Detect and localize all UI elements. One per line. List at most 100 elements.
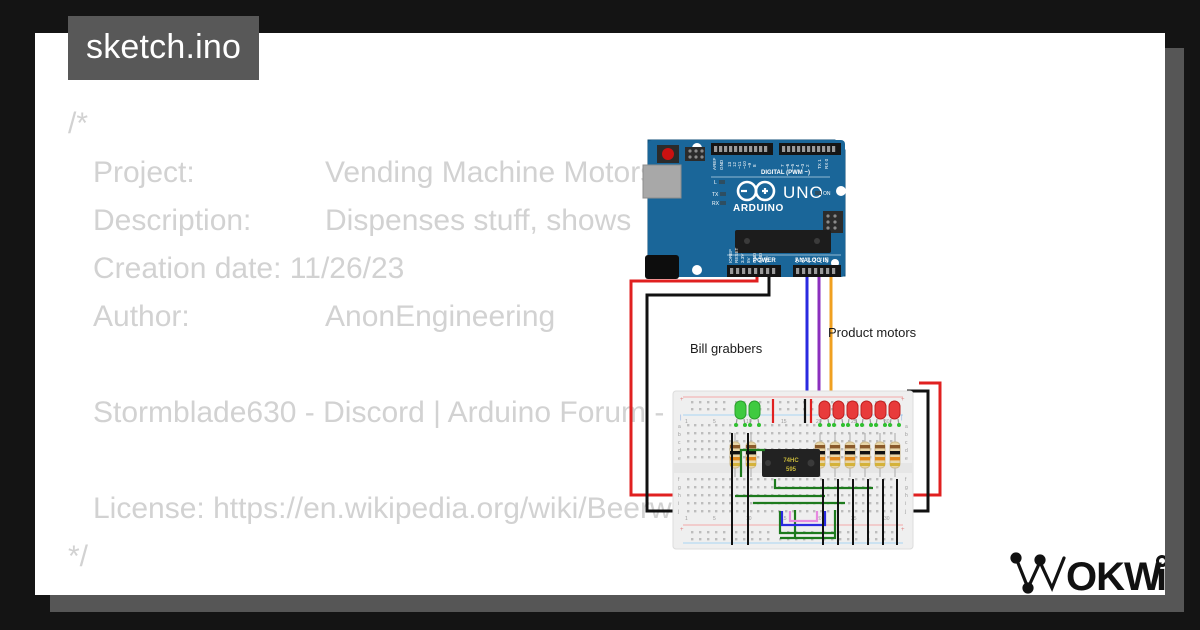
arduino-uno-board: AREF GND 13 12 ~11 ~10 ~9 8 7 ~6 ~5 4 ~3…: [642, 139, 846, 279]
svg-text:e: e: [678, 456, 681, 462]
wire-gnd-right: [907, 389, 930, 513]
code-line-project: Project: Vending Machine Motors: [93, 156, 655, 190]
circuit-svg: AREF GND 13 12 ~11 ~10 ~9 8 7 ~6 ~5 4 ~3…: [629, 139, 942, 550]
rx-label: RX: [712, 201, 720, 207]
project-key: Project:: [93, 156, 195, 189]
mount-hole-tr: [836, 186, 846, 196]
jumper-green-7: [780, 510, 837, 540]
svg-text:d: d: [678, 448, 681, 454]
svg-text:7: 7: [780, 164, 785, 167]
green-led-group: [734, 400, 761, 427]
reset-button[interactable]: [662, 148, 674, 160]
icsp-header-top: [685, 147, 705, 161]
svg-text:30: 30: [884, 516, 890, 522]
code-line-creation-date: Creation date: 11/26/23: [93, 252, 404, 286]
svg-text:A1: A1: [800, 257, 805, 263]
svg-text:~3: ~3: [800, 163, 805, 169]
resistor: [859, 433, 871, 477]
svg-text:f: f: [678, 477, 680, 483]
rail-plus-bl: +: [680, 527, 684, 533]
svg-text:20: 20: [816, 419, 822, 425]
creation-key: Creation date:: [93, 252, 282, 285]
atmega-chip: [735, 230, 831, 253]
led-l: [719, 180, 725, 184]
svg-text:b: b: [905, 432, 908, 438]
comment-close-line: */: [68, 540, 89, 573]
svg-text:g: g: [905, 485, 908, 491]
author-value: AnonEngineering: [325, 300, 556, 333]
chip-label-bottom: 595: [786, 467, 797, 473]
svg-text:TX 1: TX 1: [817, 159, 822, 169]
svg-text:12: 12: [732, 161, 737, 167]
svg-text:Vin: Vin: [764, 256, 769, 263]
svg-text:20: 20: [816, 516, 822, 522]
svg-text:GND: GND: [719, 159, 724, 170]
ground-drop-wires: [731, 433, 898, 545]
led-rx: [720, 201, 726, 205]
comment-open-line: /*: [68, 107, 89, 140]
analog-header-caption: ANALOG IN: [795, 258, 829, 264]
svg-text:j: j: [677, 509, 679, 515]
wokwi-logo: OKW ı: [1010, 548, 1165, 595]
svg-text:8: 8: [752, 164, 757, 167]
led-red: [860, 400, 873, 427]
file-tab-sketch-ino[interactable]: sketch.ino: [68, 16, 260, 80]
led-green: [734, 400, 747, 427]
tx-label: TX: [712, 192, 719, 198]
svg-text:a: a: [905, 424, 908, 430]
chip-pin1-notch: [765, 460, 771, 466]
annotation-bill-grabbers: Bill grabbers: [690, 341, 763, 356]
wire-5v-right: [911, 381, 942, 497]
digital-header-pins: [714, 146, 836, 152]
svg-text:i: i: [905, 501, 906, 507]
wire-blue-loop: [780, 511, 827, 527]
led-green: [748, 400, 761, 427]
chip-dimple: [807, 459, 815, 467]
author-key: Author:: [93, 300, 190, 333]
jumper-green-5: [778, 511, 835, 535]
svg-text:~11: ~11: [737, 161, 742, 169]
svg-text:A3: A3: [812, 257, 817, 263]
svg-text:i: i: [678, 501, 679, 507]
creation-value: 11/26/23: [289, 252, 405, 285]
project-value: Vending Machine Motors: [325, 156, 656, 189]
svg-text:~10: ~10: [742, 161, 747, 169]
svg-text:GND: GND: [758, 252, 763, 263]
svg-text:~6: ~6: [785, 163, 790, 169]
resistor: [844, 433, 856, 477]
rail-minus-tr: |: [901, 415, 903, 421]
logo-letter-i: ı: [1156, 555, 1165, 595]
svg-text:c: c: [905, 440, 908, 446]
usb-connector: [642, 164, 682, 199]
logo-text: OKW: [1066, 555, 1162, 595]
svg-text:5V: 5V: [746, 256, 751, 263]
icsp-header-right: [823, 211, 843, 233]
sketch-card: /* Project:Vending Machine Motors Descri…: [35, 33, 1165, 595]
svg-text:5: 5: [713, 419, 716, 425]
svg-text:GND: GND: [752, 252, 757, 263]
rail-minus-tl: |: [680, 415, 682, 421]
wire-gnd-left: [645, 251, 771, 513]
led-red: [874, 400, 887, 427]
svg-text:2: 2: [805, 164, 810, 167]
rail-plus-tl: +: [680, 397, 684, 403]
svg-text:RX 0: RX 0: [824, 158, 829, 169]
svg-text:13: 13: [727, 161, 732, 167]
resistor: [874, 433, 886, 477]
description-value: Dispenses stuff, shows: [325, 204, 632, 237]
led-red: [832, 400, 845, 427]
on-label: ON: [823, 191, 831, 197]
jumper-green-1: [739, 448, 765, 477]
board-model-label: UNO: [783, 183, 824, 202]
svg-text:30: 30: [884, 419, 890, 425]
led-tx: [720, 192, 726, 196]
svg-text:15: 15: [781, 516, 787, 522]
rail-plus-br: +: [901, 527, 905, 533]
logo-w-circuit: [1010, 552, 1066, 594]
mount-hole-bl: [692, 265, 702, 275]
chip-dot-right: [814, 238, 820, 244]
top-rail-stubs: [771, 399, 813, 423]
chip-label-top: 74HC: [783, 458, 799, 464]
led-red: [818, 400, 831, 427]
